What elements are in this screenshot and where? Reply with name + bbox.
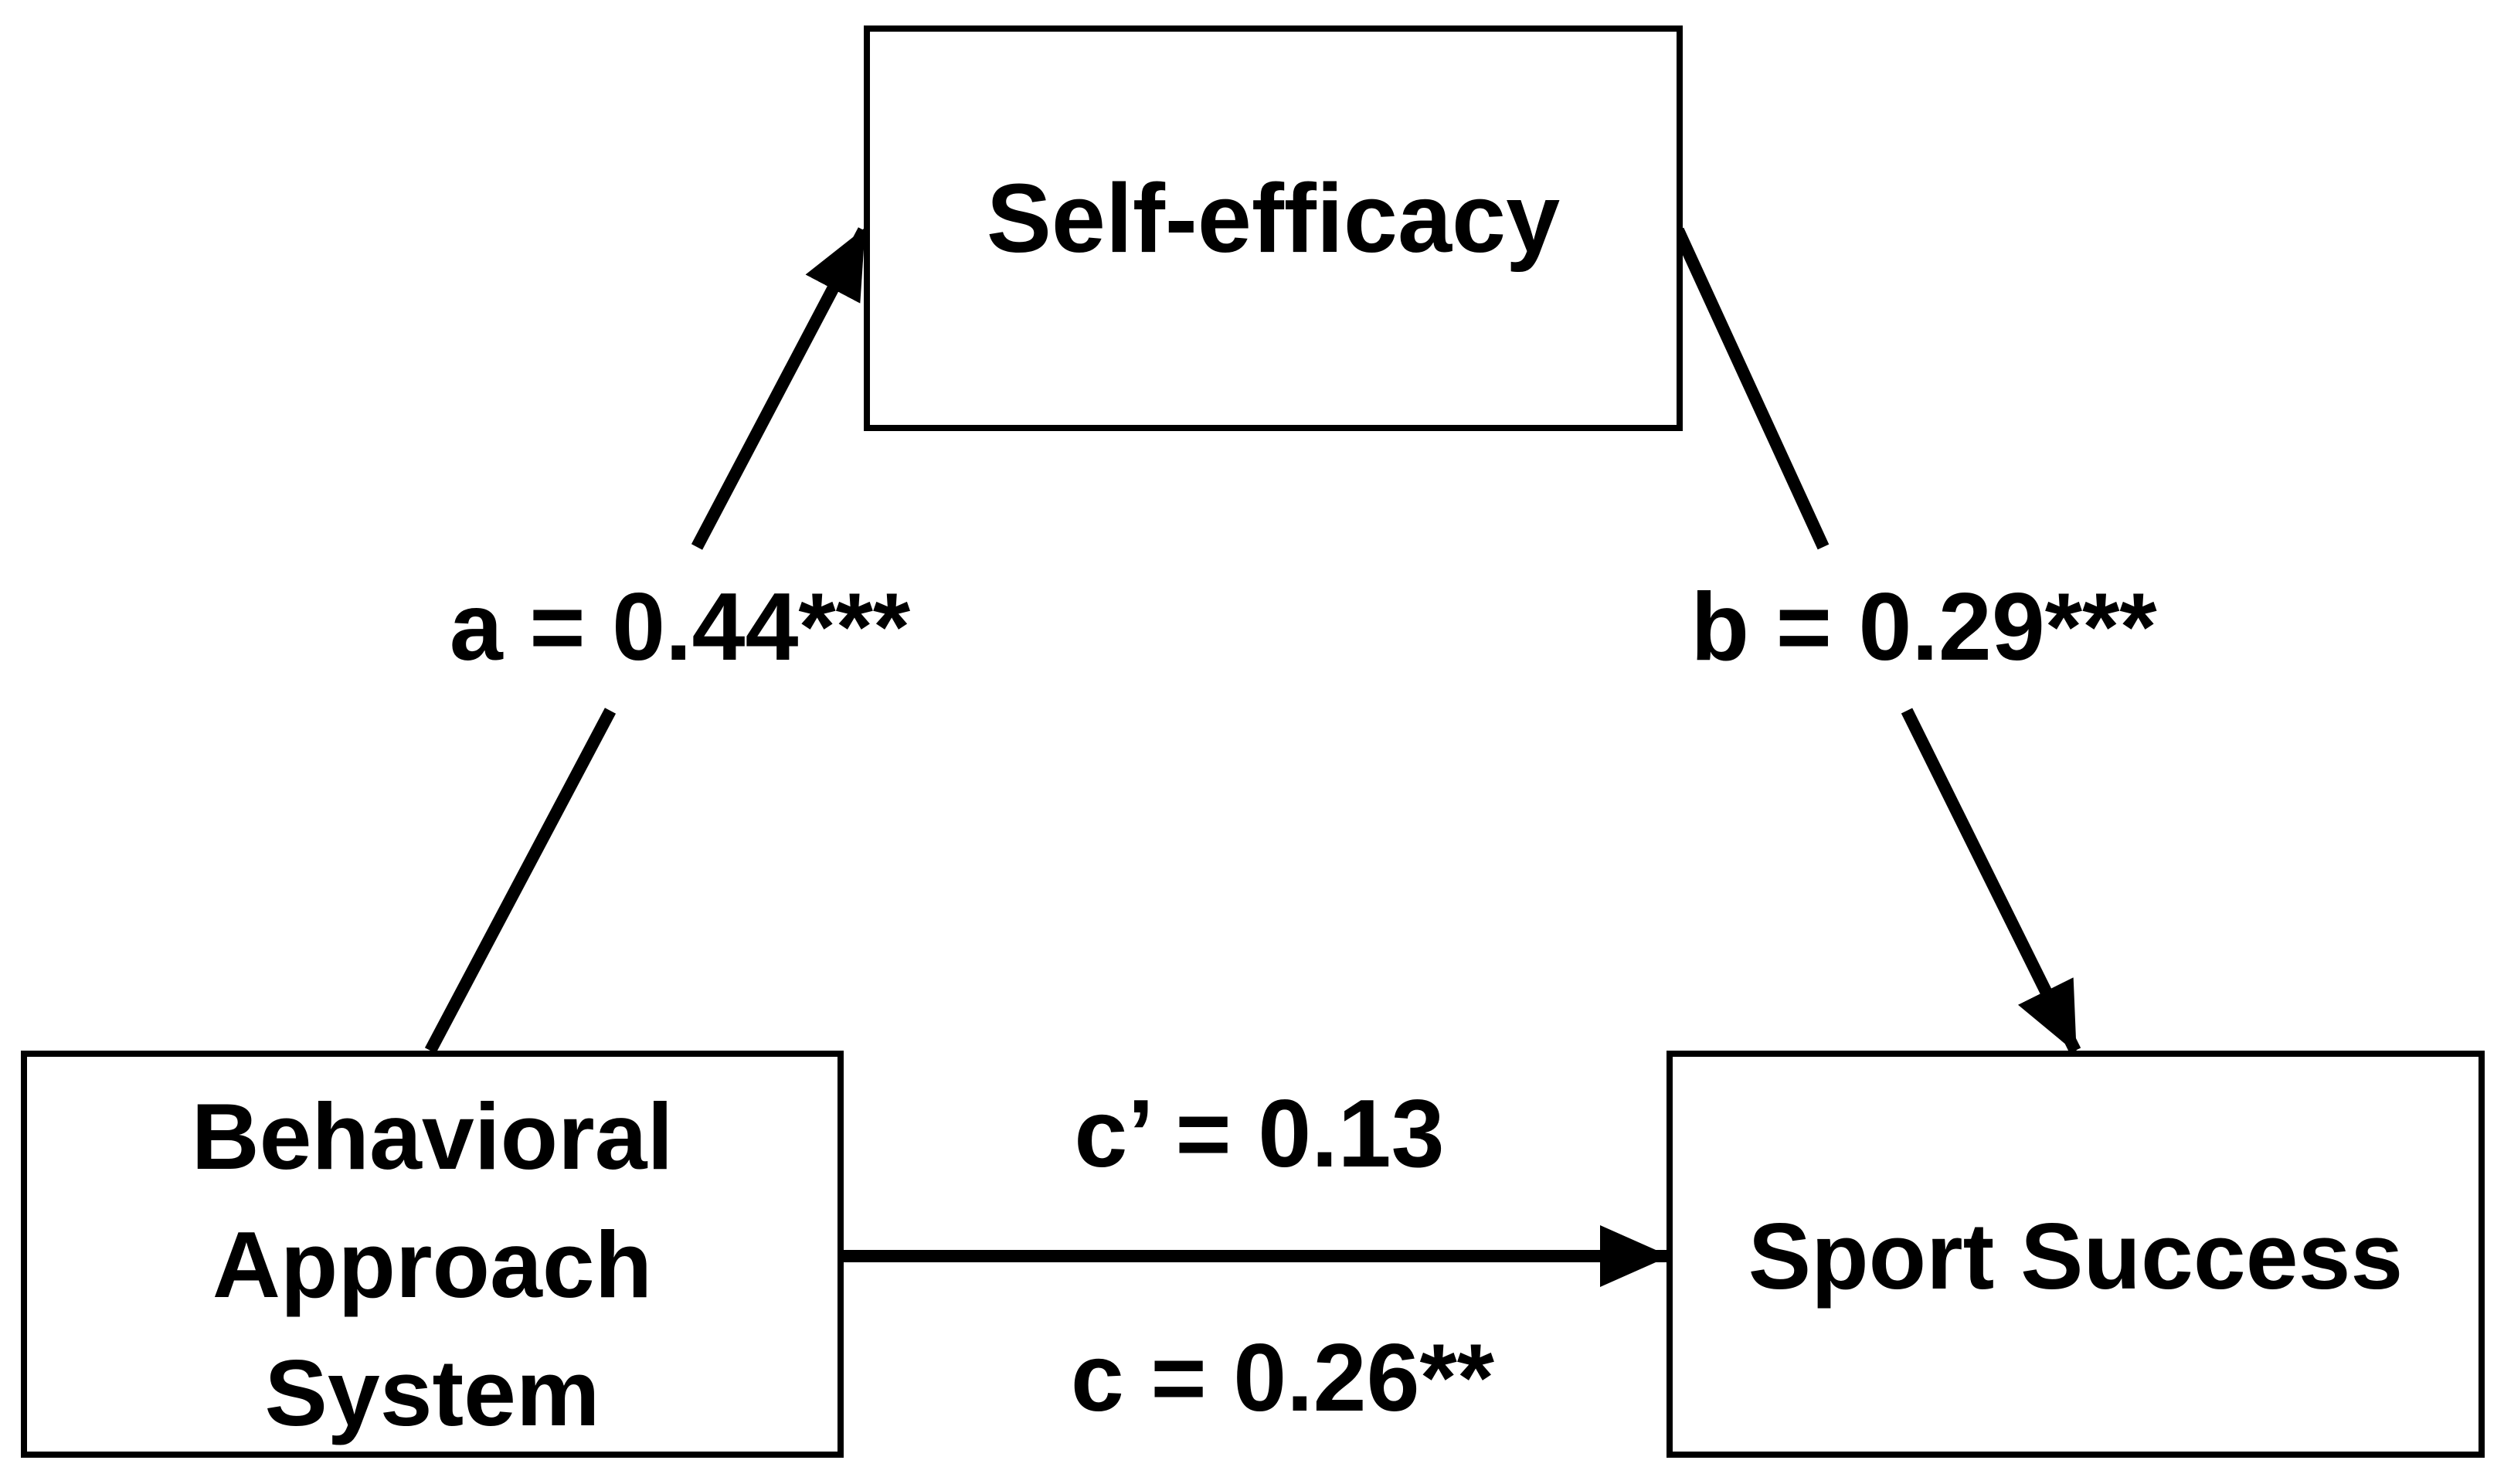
node-self-efficacy: Self-efficacy xyxy=(864,25,1683,431)
node-bas-label-line-1: Behavioral xyxy=(191,1084,674,1189)
edge-b-label: b = 0.29*** xyxy=(1677,573,2171,681)
node-sport-success: Sport Success xyxy=(1667,1051,2485,1458)
node-bas-label-line-2: Approach xyxy=(212,1212,653,1317)
edge-a-upper-segment xyxy=(691,227,870,550)
node-bas-label-line-3: System xyxy=(264,1340,600,1445)
edge-c-total-label: c = 0.26** xyxy=(1035,1324,1530,1432)
edge-a-lower-segment xyxy=(424,708,617,1054)
edge-a-label: a = 0.44*** xyxy=(433,573,927,681)
node-sport-success-label: Sport Success xyxy=(1748,1204,2404,1309)
edge-b-lower-segment xyxy=(1901,708,2081,1054)
edge-c-prime-label: c’ = 0.13 xyxy=(1028,1080,1491,1188)
edge-b-upper-segment xyxy=(1672,227,1830,550)
node-behavioral-approach-system: Behavioral Approach System xyxy=(21,1051,844,1458)
node-self-efficacy-label: Self-efficacy xyxy=(986,164,1561,273)
